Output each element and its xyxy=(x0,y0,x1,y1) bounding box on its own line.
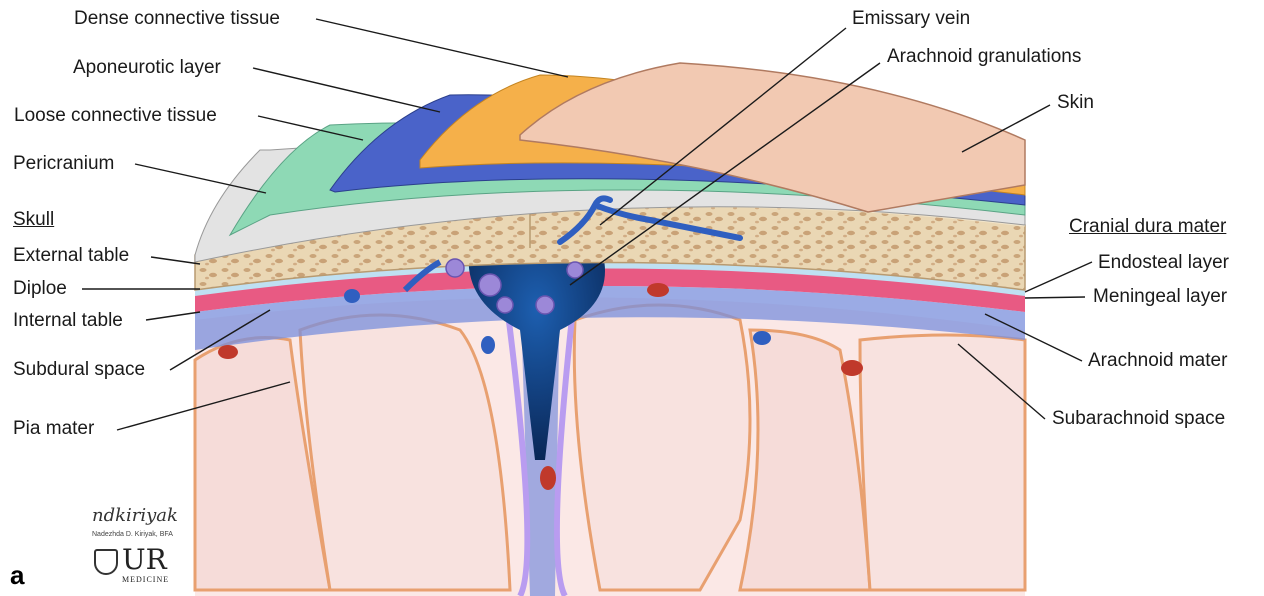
artist-signature: ndkiriyak xyxy=(92,505,178,526)
label-external-table: External table xyxy=(13,245,129,267)
panel-letter: a xyxy=(10,560,24,591)
label-dense-connective-tissue: Dense connective tissue xyxy=(74,8,280,30)
artist-credit: Nadezhda D. Kiriyak, BFA xyxy=(92,531,173,538)
label-pericranium: Pericranium xyxy=(13,153,114,175)
label-arachnoid-mater: Arachnoid mater xyxy=(1088,350,1227,372)
label-endosteal-layer: Endosteal layer xyxy=(1098,252,1229,274)
label-subarachnoid-space: Subarachnoid space xyxy=(1052,408,1225,430)
label-internal-table: Internal table xyxy=(13,310,123,332)
ur-medicine-logo: UR MEDICINE xyxy=(92,545,184,585)
logo-main-text: UR xyxy=(122,545,167,575)
label-loose-connective-tissue: Loose connective tissue xyxy=(14,105,217,127)
label-cranial-dura-mater-heading: Cranial dura mater xyxy=(1069,216,1226,238)
label-skull-heading: Skull xyxy=(13,209,54,231)
label-arachnoid-granulations: Arachnoid granulations xyxy=(887,46,1081,68)
label-diploe: Diploe xyxy=(13,278,67,300)
logo-sub-text: MEDICINE xyxy=(122,575,169,584)
label-aponeurotic-layer: Aponeurotic layer xyxy=(73,57,221,79)
label-skin: Skin xyxy=(1057,92,1094,114)
label-emissary-vein: Emissary vein xyxy=(852,8,970,30)
seal-icon xyxy=(94,549,118,575)
label-subdural-space: Subdural space xyxy=(13,359,145,381)
label-pia-mater: Pia mater xyxy=(13,418,94,440)
label-meningeal-layer: Meningeal layer xyxy=(1093,286,1227,308)
brain-tissue xyxy=(195,297,1025,596)
